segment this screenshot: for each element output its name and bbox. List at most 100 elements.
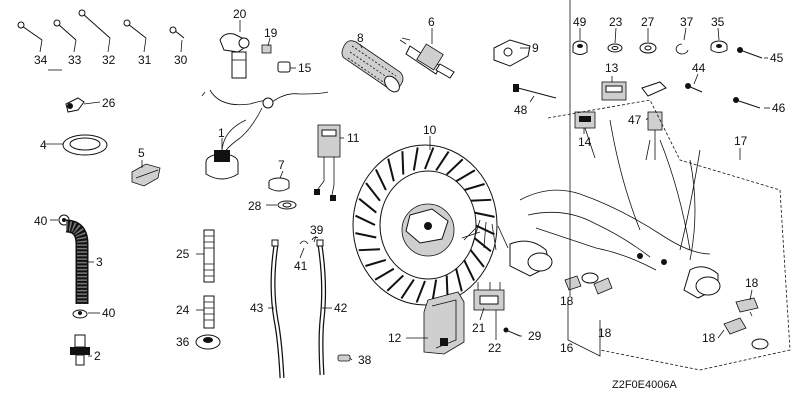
- label-37[interactable]: 37: [680, 15, 694, 29]
- cap-7[interactable]: [268, 177, 290, 192]
- label-42[interactable]: 42: [334, 301, 348, 315]
- exciter-coil-1[interactable]: [205, 119, 247, 180]
- switch-21[interactable]: [473, 282, 505, 311]
- washer-23[interactable]: [607, 43, 623, 53]
- label-21[interactable]: 21: [472, 321, 486, 335]
- label-46[interactable]: 46: [772, 101, 786, 115]
- gasket-4[interactable]: [62, 134, 108, 156]
- label-26[interactable]: 26: [102, 96, 116, 110]
- label-44[interactable]: 44: [692, 61, 706, 75]
- label-20[interactable]: 20: [233, 7, 247, 21]
- label-9[interactable]: 9: [532, 41, 539, 55]
- terminal-41[interactable]: [299, 240, 309, 245]
- label-14[interactable]: 14: [578, 135, 592, 149]
- label-22[interactable]: 22: [488, 341, 502, 355]
- clip-5[interactable]: [131, 163, 161, 187]
- label-8[interactable]: 8: [357, 31, 364, 45]
- label-40-top[interactable]: 40: [34, 214, 48, 228]
- label-47[interactable]: 47: [628, 113, 642, 127]
- screw-30[interactable]: [169, 26, 185, 53]
- clip-18-a[interactable]: [564, 275, 582, 291]
- label-40-bottom[interactable]: 40: [102, 306, 116, 320]
- connector-14[interactable]: [574, 111, 596, 159]
- label-25[interactable]: 25: [176, 247, 190, 261]
- oil-level-sensor-6[interactable]: [399, 37, 455, 79]
- label-28[interactable]: 28: [248, 199, 262, 213]
- label-35[interactable]: 35: [711, 15, 725, 29]
- hose-3[interactable]: [65, 219, 89, 304]
- bolt-45[interactable]: [737, 47, 763, 59]
- clip-18-d[interactable]: [723, 317, 747, 335]
- fitting-2[interactable]: [70, 334, 90, 366]
- cap-nut-36[interactable]: [195, 334, 221, 350]
- label-41[interactable]: 41: [294, 259, 308, 273]
- label-18-a[interactable]: 18: [560, 294, 574, 308]
- label-11[interactable]: 11: [347, 131, 360, 145]
- label-16[interactable]: 16: [560, 341, 574, 355]
- screw-34[interactable]: [17, 21, 43, 53]
- label-3[interactable]: 3: [96, 255, 103, 269]
- wire-harness-17[interactable]: [461, 99, 791, 371]
- washer-27[interactable]: [639, 42, 657, 54]
- label-5[interactable]: 5: [138, 146, 145, 160]
- nut-49[interactable]: [572, 40, 588, 55]
- label-27[interactable]: 27: [641, 15, 655, 29]
- label-39[interactable]: 39: [310, 223, 324, 237]
- stud-25[interactable]: [203, 229, 215, 283]
- label-7[interactable]: 7: [278, 158, 285, 172]
- label-43[interactable]: 43: [250, 301, 264, 315]
- label-33[interactable]: 33: [68, 53, 82, 67]
- label-15[interactable]: 15: [298, 61, 312, 75]
- bolt-44[interactable]: [685, 83, 703, 93]
- pin-38[interactable]: [337, 354, 351, 362]
- clip-19[interactable]: [261, 44, 272, 54]
- label-30[interactable]: 30: [174, 53, 188, 67]
- nut-35[interactable]: [710, 40, 728, 53]
- flywheel-10[interactable]: [352, 144, 498, 306]
- label-18-c[interactable]: 18: [745, 276, 759, 290]
- label-23[interactable]: 23: [609, 15, 623, 29]
- clamp-40-bottom[interactable]: [72, 309, 88, 319]
- relay-13[interactable]: [601, 81, 627, 101]
- grip-8[interactable]: [341, 40, 404, 95]
- cord-clip-26[interactable]: [65, 97, 85, 113]
- screw-29[interactable]: [503, 327, 521, 337]
- clip-18-c[interactable]: [735, 297, 759, 313]
- label-49[interactable]: 49: [573, 15, 587, 29]
- label-18-d[interactable]: 18: [702, 331, 716, 345]
- stud-24[interactable]: [203, 295, 215, 329]
- label-48[interactable]: 48: [514, 103, 528, 117]
- screw-33[interactable]: [53, 19, 77, 53]
- bracket-12[interactable]: [423, 291, 465, 355]
- module-11[interactable]: [314, 124, 341, 201]
- label-13[interactable]: 13: [605, 61, 619, 75]
- label-12[interactable]: 12: [388, 331, 402, 345]
- label-2[interactable]: 2: [94, 349, 101, 363]
- terminal-39[interactable]: [311, 236, 319, 241]
- label-10[interactable]: 10: [423, 123, 437, 137]
- label-32[interactable]: 32: [102, 53, 116, 67]
- label-17[interactable]: 17: [734, 134, 748, 148]
- label-6[interactable]: 6: [428, 15, 435, 29]
- clamp-15[interactable]: [277, 61, 291, 73]
- connector-47-a[interactable]: [641, 81, 667, 97]
- label-45[interactable]: 45: [770, 51, 784, 65]
- label-4[interactable]: 4: [40, 138, 47, 152]
- label-38[interactable]: 38: [358, 353, 372, 367]
- clip-18-b[interactable]: [593, 277, 613, 295]
- lead-wire-42[interactable]: [316, 239, 327, 376]
- washer-28[interactable]: [277, 200, 297, 210]
- lead-wire-43[interactable]: [270, 239, 285, 379]
- label-19[interactable]: 19: [264, 26, 278, 40]
- label-1[interactable]: 1: [218, 126, 225, 140]
- ring-16[interactable]: [581, 272, 769, 350]
- screw-31[interactable]: [123, 19, 147, 53]
- lock-washer-37[interactable]: [675, 43, 689, 55]
- label-29[interactable]: 29: [528, 329, 542, 343]
- label-24[interactable]: 24: [176, 303, 190, 317]
- gasket-9[interactable]: [493, 39, 531, 67]
- label-36[interactable]: 36: [176, 335, 190, 349]
- label-34[interactable]: 34: [34, 53, 48, 67]
- bolt-48[interactable]: [513, 84, 557, 99]
- bolt-46[interactable]: [733, 97, 761, 109]
